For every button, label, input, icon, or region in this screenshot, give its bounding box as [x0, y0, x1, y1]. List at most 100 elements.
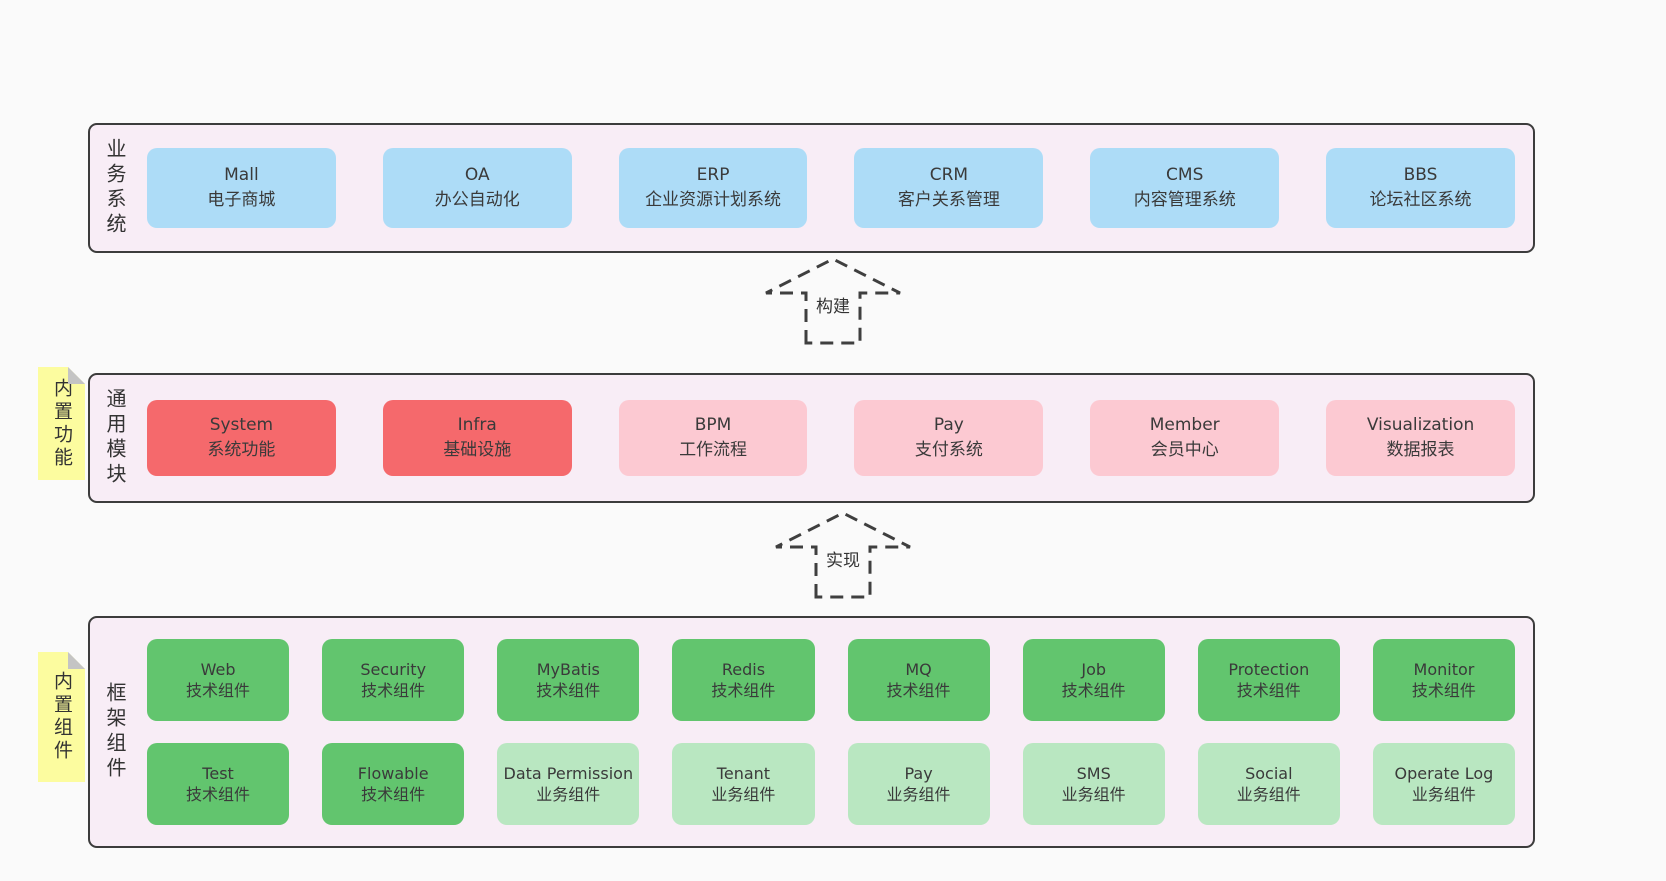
implement-arrow-label: 实现 — [823, 546, 863, 571]
box-data-permission: Data Permission 业务组件 — [497, 743, 640, 825]
box-member: Member 会员中心 — [1090, 400, 1280, 476]
box-subtitle: 业务组件 — [1411, 785, 1476, 804]
business-systems-label: 业务系统 — [103, 138, 127, 238]
box-subtitle: 会员中心 — [1150, 440, 1219, 460]
box-title: Pay — [904, 763, 933, 783]
box-erp: ERP 企业资源计划系统 — [618, 148, 808, 228]
box-subtitle: 技术组件 — [361, 785, 426, 804]
box-title: Monitor — [1413, 659, 1475, 679]
box-title: MQ — [905, 659, 932, 679]
framework-row-1: Web 技术组件 Security 技术组件 MyBatis 技术组件 Redi… — [147, 639, 1515, 721]
common-modules-row: System 系统功能 Infra 基础设施 BPM 工作流程 Pay 支付系统… — [131, 400, 1533, 476]
box-subtitle: 业务组件 — [1061, 785, 1126, 804]
box-title: Test — [202, 763, 234, 783]
box-title: Infra — [457, 414, 497, 435]
box-subtitle: 内容管理系统 — [1133, 190, 1236, 210]
framework-components-panel: 框架组件 Web 技术组件 Security 技术组件 MyBatis 技术组件… — [88, 616, 1535, 848]
box-subtitle: 工作流程 — [679, 440, 748, 460]
framework-components-label: 框架组件 — [103, 682, 127, 782]
build-arrow-label: 构建 — [813, 292, 853, 317]
box-subtitle: 技术组件 — [536, 681, 601, 700]
box-title: SMS — [1076, 763, 1111, 783]
up-arrow-outline-icon — [765, 257, 901, 345]
box-pay-system: Pay 支付系统 — [854, 400, 1044, 476]
box-oa: OA 办公自动化 — [382, 148, 572, 228]
box-subtitle: 业务组件 — [536, 785, 601, 804]
box-crm: CRM 客户关系管理 — [854, 148, 1044, 228]
box-sms: SMS 业务组件 — [1022, 743, 1165, 825]
box-protection: Protection 技术组件 — [1197, 639, 1340, 721]
box-title: System — [209, 414, 274, 435]
box-subtitle: 数据报表 — [1386, 440, 1455, 460]
box-social: Social 业务组件 — [1197, 743, 1340, 825]
box-subtitle: 电子商城 — [207, 190, 276, 210]
box-cms: CMS 内容管理系统 — [1090, 148, 1280, 228]
box-subtitle: 技术组件 — [1061, 681, 1126, 700]
framework-row-2: Test 技术组件 Flowable 技术组件 Data Permission … — [147, 743, 1515, 825]
box-subtitle: 支付系统 — [914, 440, 983, 460]
business-systems-panel: 业务系统 Mall 电子商城 OA 办公自动化 ERP 企业资源计划系统 CRM… — [88, 123, 1535, 253]
box-title: BBS — [1403, 164, 1438, 185]
box-subtitle: 技术组件 — [711, 681, 776, 700]
box-subtitle: 技术组件 — [361, 681, 426, 700]
box-title: MyBatis — [536, 659, 600, 679]
box-title: Operate Log — [1394, 763, 1494, 783]
box-title: Flowable — [357, 763, 429, 783]
box-subtitle: 基础设施 — [443, 440, 512, 460]
box-flowable: Flowable 技术组件 — [322, 743, 465, 825]
box-security: Security 技术组件 — [322, 639, 465, 721]
common-modules-label: 通用模块 — [103, 388, 127, 488]
box-subtitle: 系统功能 — [207, 440, 276, 460]
box-title: Tenant — [716, 763, 771, 783]
box-title: Pay — [933, 414, 964, 435]
box-title: CMS — [1166, 164, 1204, 185]
box-subtitle: 办公自动化 — [434, 190, 520, 210]
framework-components-grid: Web 技术组件 Security 技术组件 MyBatis 技术组件 Redi… — [131, 639, 1533, 825]
built-in-features-sticky: 内置功能 — [38, 367, 85, 480]
box-subtitle: 技术组件 — [186, 681, 251, 700]
box-title: Social — [1245, 763, 1293, 783]
box-job: Job 技术组件 — [1022, 639, 1165, 721]
box-web: Web 技术组件 — [147, 639, 290, 721]
box-title: BPM — [694, 414, 732, 435]
box-title: Data Permission — [503, 763, 634, 783]
box-title: Protection — [1228, 659, 1310, 679]
box-title: Redis — [721, 659, 766, 679]
box-operate-log: Operate Log 业务组件 — [1372, 743, 1515, 825]
box-title: Job — [1081, 659, 1107, 679]
sticky-text: 内置功能 — [51, 377, 73, 470]
box-subtitle: 技术组件 — [886, 681, 951, 700]
box-mybatis: MyBatis 技术组件 — [497, 639, 640, 721]
box-subtitle: 业务组件 — [711, 785, 776, 804]
box-title: Security — [360, 659, 427, 679]
box-visualization: Visualization 数据报表 — [1326, 400, 1515, 476]
box-title: Visualization — [1366, 414, 1475, 435]
box-subtitle: 技术组件 — [1236, 681, 1301, 700]
box-bpm: BPM 工作流程 — [618, 400, 808, 476]
sticky-text: 内置组件 — [51, 671, 73, 763]
box-system: System 系统功能 — [147, 400, 336, 476]
up-arrow-outline-icon — [775, 511, 911, 599]
box-mall: Mall 电子商城 — [147, 148, 336, 228]
box-redis: Redis 技术组件 — [672, 639, 815, 721]
box-tenant: Tenant 业务组件 — [672, 743, 815, 825]
box-infra: Infra 基础设施 — [382, 400, 572, 476]
box-mq: MQ 技术组件 — [847, 639, 990, 721]
common-modules-panel: 通用模块 System 系统功能 Infra 基础设施 BPM 工作流程 Pay… — [88, 373, 1535, 503]
box-monitor: Monitor 技术组件 — [1372, 639, 1515, 721]
box-bbs: BBS 论坛社区系统 — [1326, 148, 1515, 228]
box-title: CRM — [929, 164, 969, 185]
box-pay-component: Pay 业务组件 — [847, 743, 990, 825]
build-arrow-icon: 构建 — [758, 256, 908, 346]
box-subtitle: 企业资源计划系统 — [645, 190, 782, 210]
implement-arrow-icon: 实现 — [768, 510, 918, 600]
folded-corner-icon — [68, 652, 85, 669]
box-title: OA — [464, 164, 490, 185]
built-in-components-sticky: 内置组件 — [38, 652, 85, 782]
box-subtitle: 业务组件 — [1236, 785, 1301, 804]
box-subtitle: 技术组件 — [186, 785, 251, 804]
box-title: ERP — [696, 164, 730, 185]
box-subtitle: 论坛社区系统 — [1369, 190, 1472, 210]
business-systems-row: Mall 电子商城 OA 办公自动化 ERP 企业资源计划系统 CRM 客户关系… — [131, 148, 1533, 228]
